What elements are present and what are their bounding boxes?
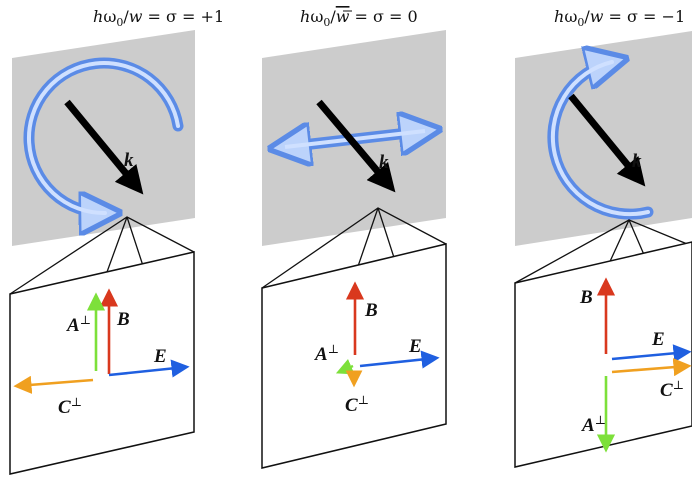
C-perp-vector-arrow [13,375,94,394]
k-vector-arrow [316,99,396,193]
field-vector-frame [514,241,692,468]
panel-sigma-minus-one: hω0/w = σ = −1 k B E C⊥ A⊥ [514,7,692,468]
k-label: k [379,152,389,173]
polarization-arrow-linear [285,131,425,147]
E-label: E [408,336,422,357]
B-label: B [364,300,378,321]
C-perp-label: C⊥ [345,393,369,416]
E-label: E [153,346,167,367]
C-perp-vector-arrow [611,358,692,377]
polarization-arrow-circular [547,62,654,220]
panel-title: hω0/w = σ = 0 [300,7,418,29]
panel-title: hω0/w = σ = +1 [93,7,224,29]
E-vector-arrow [611,344,692,363]
B-label: B [116,309,130,330]
panel-sigma-plus-one: hω0/w = σ = +1 k B A⊥ E C⊥ [9,7,224,475]
E-vector-arrow [108,359,190,378]
panel-sigma-zero: hω0/w = σ = 0 k B E A⊥ C⊥ [261,7,447,469]
A-perp-label: A⊥ [66,313,91,336]
A-perp-label: A⊥ [581,413,606,436]
panel-title: hω0/w = σ = −1 [554,7,685,29]
k-label: k [124,150,134,171]
C-perp-label: C⊥ [660,378,684,401]
A-perp-label: A⊥ [314,342,339,365]
polarization-arrow-circular [23,57,184,213]
field-vector-frame [261,243,447,469]
B-label: B [579,287,593,308]
E-label: E [651,329,665,350]
E-vector-arrow [359,350,440,369]
k-vector-arrow [568,93,646,187]
field-vector-frame [9,251,195,475]
k-vector-arrow [64,99,144,195]
C-perp-label: C⊥ [58,395,82,418]
k-label: k [632,151,642,172]
A-perp-vector-arrow [335,358,355,375]
